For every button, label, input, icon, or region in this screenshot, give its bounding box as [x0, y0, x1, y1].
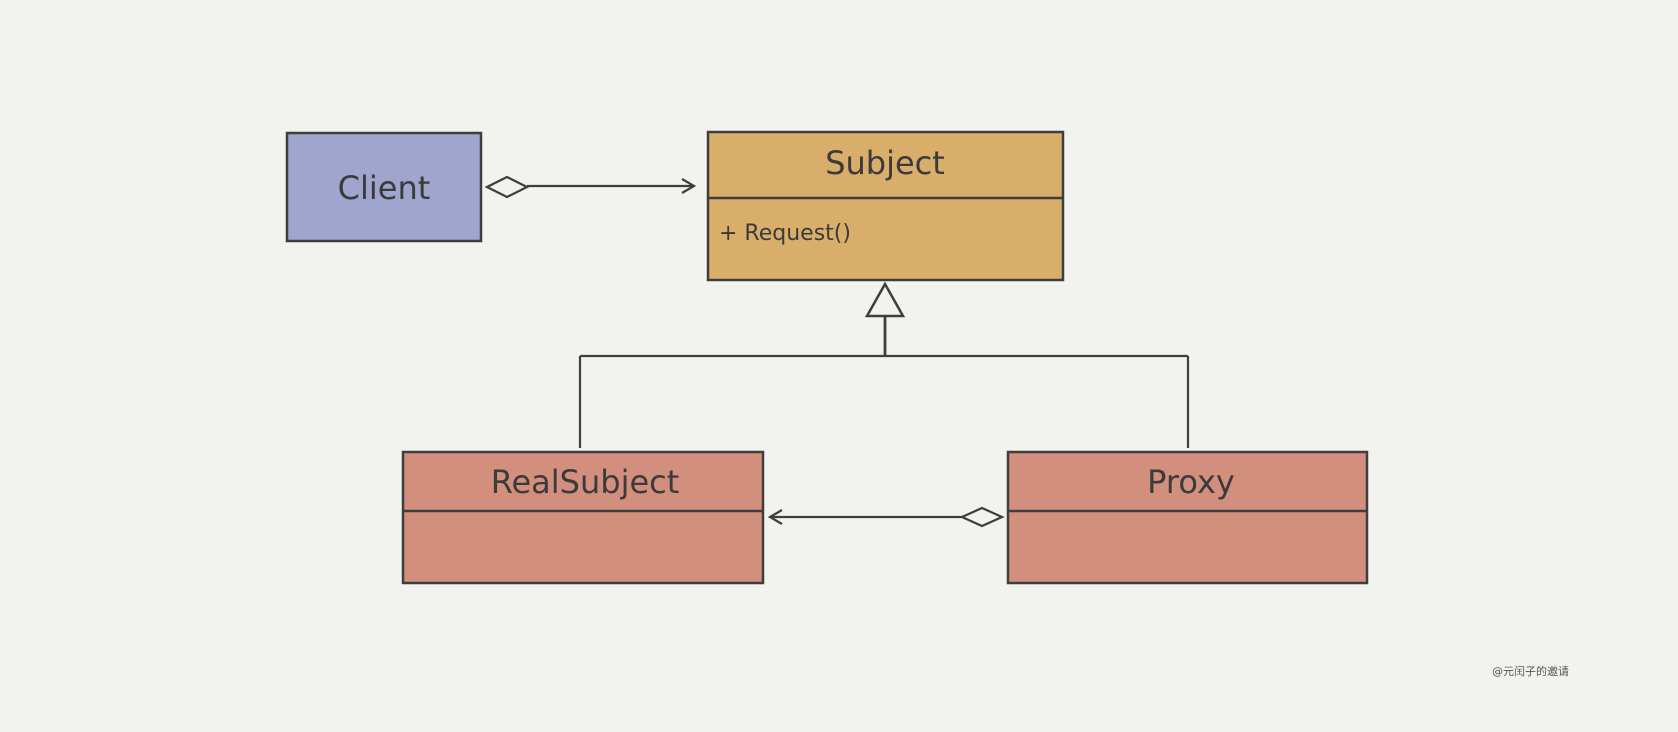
proxy-class-name: Proxy: [1147, 463, 1235, 501]
proxy-class-box: Proxy: [1006, 450, 1369, 585]
subject-method-request: + Request(): [719, 221, 851, 246]
real-subject-class-box: RealSubject: [401, 450, 765, 585]
subject-class-box: Subject + Request(): [706, 130, 1065, 282]
subject-box-rect: [706, 130, 1065, 282]
inheritance-connector: [578, 281, 1190, 448]
proxy-realsubject-aggregation: [767, 506, 1005, 528]
client-subject-aggregation: [484, 175, 697, 199]
watermark: @元闰子的邀请: [1492, 665, 1569, 678]
real-subject-box-rect: [401, 450, 765, 585]
aggregation-diamond-icon: [959, 506, 1005, 528]
real-subject-class-name: RealSubject: [491, 463, 680, 501]
inheritance-triangle-icon: [864, 281, 906, 318]
open-arrowhead-icon: [681, 178, 697, 194]
client-box-rect: [285, 131, 483, 243]
open-arrowhead-icon: [767, 509, 783, 525]
client-class-name: Client: [338, 169, 431, 207]
proxy-box-rect: [1006, 450, 1369, 585]
client-class-box: Client: [285, 131, 483, 243]
aggregation-diamond-icon: [484, 175, 530, 199]
subject-class-name: Subject: [825, 144, 945, 182]
